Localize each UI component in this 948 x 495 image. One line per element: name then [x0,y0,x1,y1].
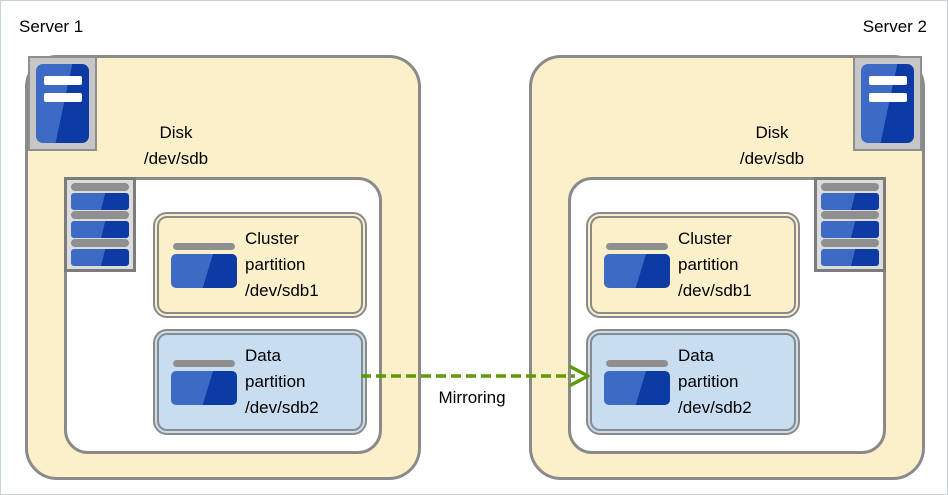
partition-text: Data partition /dev/sdb2 [245,343,339,421]
disk-icon-platter [71,192,129,210]
cluster-partition-inner: Cluster partition /dev/sdb1 [590,216,796,314]
server-icon [28,56,97,151]
disk-label-title: Disk [159,123,193,142]
disk-icon-platter [821,211,879,220]
partition-icon [604,359,670,405]
server-icon-body [36,64,89,143]
partition-icon-block [604,370,670,405]
disk-icon [814,177,886,272]
server1-label: Server 1 [19,17,84,36]
server2-box: Disk /dev/sdb Cluster partiti [529,55,925,480]
partition-text: Cluster partition /dev/sdb1 [678,226,772,304]
disk-icon-platter [821,192,879,210]
partition-device: /dev/sdb2 [245,398,319,417]
server-icon [853,56,922,151]
partition-icon-bar [173,359,235,367]
disk-icon-platter [71,220,129,238]
disk-icon-platter [71,211,129,220]
partition-icon-block [171,253,237,288]
disk-label: Disk /dev/sdb [702,120,842,172]
partition-name: Cluster partition [245,229,306,274]
partition-device: /dev/sdb1 [678,281,752,300]
cluster-partition-box: Cluster partition /dev/sdb1 [153,212,367,318]
partition-icon [171,242,237,288]
partition-icon [604,242,670,288]
partition-name: Data partition [678,346,739,391]
disk-icon-platter [71,239,129,248]
data-partition-inner: Data partition /dev/sdb2 [590,333,796,431]
partition-icon-bar [606,359,668,367]
partition-icon-bar [606,242,668,250]
disk-icon-platter [71,248,129,266]
disk-icon-platter [821,239,879,248]
disk-container: Cluster partition /dev/sdb1 Data partiti… [568,177,886,454]
disk-icon-platter [821,220,879,238]
disk-icon-platter [71,183,129,192]
partition-device: /dev/sdb2 [678,398,752,417]
partition-name: Data partition [245,346,306,391]
partition-device: /dev/sdb1 [245,281,319,300]
disk-label-device: /dev/sdb [739,149,805,168]
disk-icon-platter [821,248,879,266]
partition-icon [171,359,237,405]
server2-label: Server 2 [862,17,927,36]
disk-icon [64,177,136,272]
partition-icon-bar [173,242,235,250]
partition-icon-block [604,253,670,288]
partition-text: Cluster partition /dev/sdb1 [245,226,339,304]
mirroring-arrow [361,365,590,387]
cluster-partition-inner: Cluster partition /dev/sdb1 [157,216,363,314]
disk-container: Cluster partition /dev/sdb1 Data partiti… [64,177,382,454]
server1-box: Disk /dev/sdb Cluster partiti [25,55,421,480]
disk-label: Disk /dev/sdb [106,120,246,172]
server-icon-slot [869,93,907,102]
disk-label-device: /dev/sdb [143,149,209,168]
server-icon-slot [44,76,82,85]
partition-name: Cluster partition [678,229,739,274]
data-partition-inner: Data partition /dev/sdb2 [157,333,363,431]
cluster-partition-box: Cluster partition /dev/sdb1 [586,212,800,318]
server-icon-body [861,64,914,143]
data-partition-box: Data partition /dev/sdb2 [153,329,367,435]
partition-text: Data partition /dev/sdb2 [678,343,772,421]
server-icon-slot [44,93,82,102]
partition-icon-block [171,370,237,405]
mirroring-label: Mirroring [438,388,506,407]
disk-icon-platter [821,183,879,192]
disk-label-title: Disk [755,123,789,142]
server-icon-slot [869,76,907,85]
data-partition-box: Data partition /dev/sdb2 [586,329,800,435]
